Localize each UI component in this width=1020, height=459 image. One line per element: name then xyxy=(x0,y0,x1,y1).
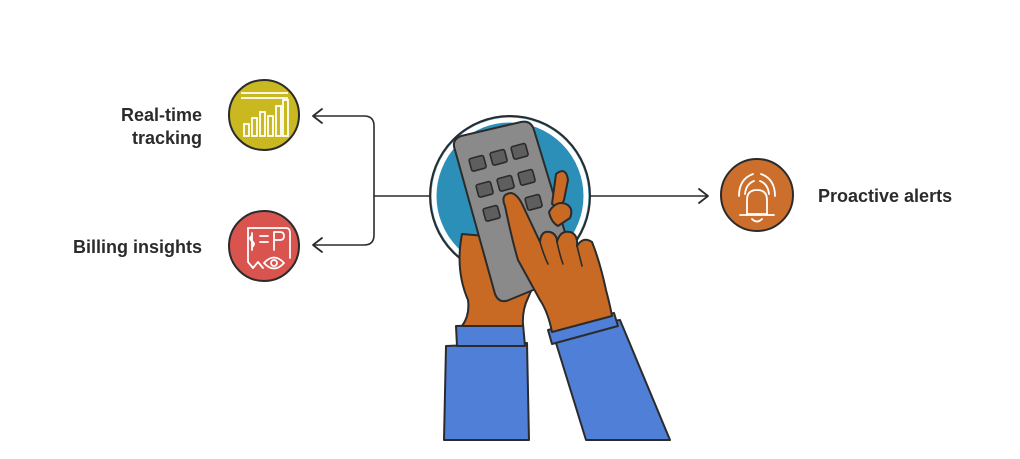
connector-to-billing xyxy=(314,196,375,246)
right-hand xyxy=(502,192,613,333)
label-proactive-alerts: Proactive alerts xyxy=(818,186,953,206)
arrowhead-realtime xyxy=(312,108,323,124)
left-sleeve xyxy=(443,342,530,441)
arrowhead-alerts xyxy=(698,188,709,204)
label-realtime-tracking: Real-time tracking xyxy=(42,104,202,150)
realtime-tracking-node xyxy=(228,79,300,151)
proactive-alerts-node xyxy=(720,158,794,232)
billing-insights-node xyxy=(228,210,300,282)
connector-to-realtime xyxy=(314,115,432,197)
receipt-eye-icon xyxy=(247,227,291,270)
label-billing-insights: Billing insights xyxy=(73,237,202,257)
arrowheads xyxy=(312,108,709,253)
hands-holding-phone-icon xyxy=(429,115,671,441)
arrowhead-billing xyxy=(312,237,323,253)
bar-chart-icon xyxy=(241,92,289,137)
connector-lines xyxy=(314,115,708,246)
bell-alert-icon xyxy=(738,173,776,223)
label-realtime-line1: Real-time xyxy=(120,105,202,125)
label-realtime-line2: tracking xyxy=(131,128,202,148)
